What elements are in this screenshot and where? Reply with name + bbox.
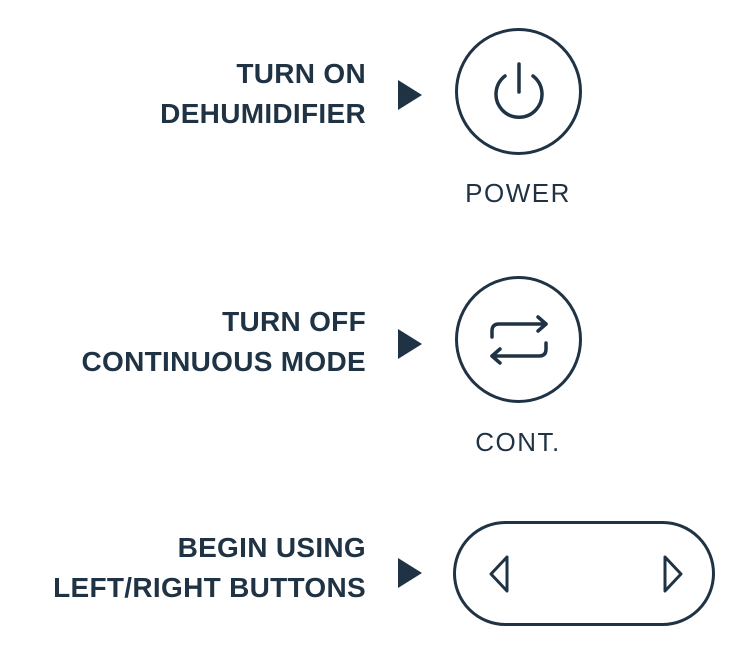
step-2-label-line1: TURN OFF: [222, 306, 366, 337]
left-triangle-icon[interactable]: [486, 553, 512, 595]
continuous-cycle-icon: [489, 314, 548, 365]
step-2-arrow-icon: [398, 329, 422, 359]
right-triangle-icon[interactable]: [660, 553, 686, 595]
step-1-arrow-icon: [398, 80, 422, 110]
step-1-label-line2: DEHUMIDIFIER: [160, 98, 366, 129]
step-1-label: TURN ON DEHUMIDIFIER: [6, 54, 366, 134]
step-3-label: BEGIN USING LEFT/RIGHT BUTTONS: [6, 528, 366, 608]
power-icon: [493, 61, 544, 119]
step-3-label-line2: LEFT/RIGHT BUTTONS: [53, 572, 366, 603]
continuous-button[interactable]: [455, 276, 582, 403]
power-button[interactable]: [455, 28, 582, 155]
step-2-label-line2: CONTINUOUS MODE: [81, 346, 366, 377]
step-3-label-line1: BEGIN USING: [177, 532, 366, 563]
step-3-arrow-icon: [398, 558, 422, 588]
step-2-label: TURN OFF CONTINUOUS MODE: [6, 302, 366, 382]
step-1-label-line1: TURN ON: [236, 58, 366, 89]
power-button-caption: POWER: [465, 178, 571, 208]
continuous-button-caption: CONT.: [475, 427, 561, 457]
left-right-button-panel: [453, 521, 715, 626]
